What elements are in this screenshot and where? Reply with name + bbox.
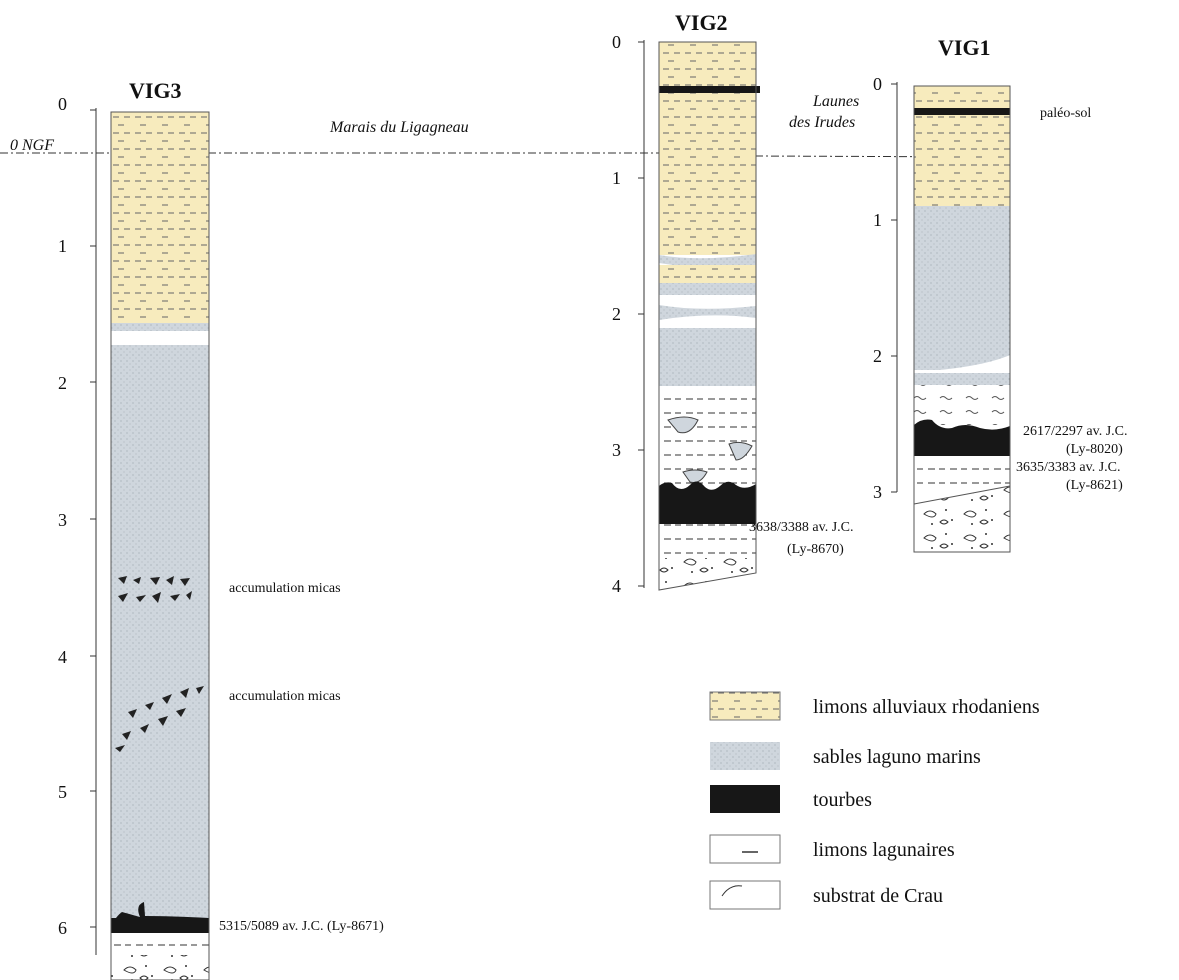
layer-sables-wavy (659, 305, 756, 320)
layer-sables-laguno-marins (111, 345, 209, 918)
core-outline (110, 111, 210, 980)
legend-item-tourbes: tourbes (710, 785, 872, 813)
legend-swatch (709, 834, 781, 864)
place-launes-line2: des Irudes (789, 114, 855, 131)
tick-label: 2 (873, 346, 882, 366)
layer-limons-lagunaires-thin (914, 355, 1010, 373)
layer-tourbes (111, 902, 209, 933)
tick-label: 2 (612, 304, 621, 324)
datum-label: 0 NGF (10, 137, 54, 154)
tick-label: 3 (873, 482, 882, 502)
depth-ticks: 0 1 2 3 (873, 74, 897, 502)
shell-fragment (728, 441, 753, 461)
layer-sables-lens (659, 254, 756, 268)
layer-tourbes (914, 419, 1010, 456)
layer-limons-lagunaires (111, 933, 209, 955)
tick-label: 4 (612, 576, 621, 596)
layer-substrat (914, 486, 1010, 552)
core-title: VIG2 (675, 10, 728, 35)
tick-label: 1 (612, 168, 621, 188)
mica-symbols (115, 576, 204, 752)
core-vig2: VIG2 0 1 2 3 4 3638/3388 av. J. (612, 10, 853, 596)
legend-swatch (710, 785, 780, 813)
core-title: VIG3 (129, 78, 182, 103)
annotation-paleosol: paléo-sol (1040, 106, 1091, 121)
legend: limons alluviaux rhodaniens sables lagun… (709, 691, 1040, 910)
legend-label: limons alluviaux rhodaniens (813, 696, 1040, 718)
annotation-date-line1: 3638/3388 av. J.C. (749, 520, 853, 535)
tick-label: 1 (873, 210, 882, 230)
legend-label: substrat de Crau (813, 885, 943, 907)
tick-label: 3 (58, 510, 67, 530)
core-vig3: VIG3 0 1 2 3 4 5 6 (58, 78, 384, 980)
tick-label: 0 (58, 94, 67, 114)
place-marais: Marais du Ligagneau (329, 119, 469, 136)
legend-label: tourbes (813, 789, 872, 811)
layer-limons-lagunaires-lower (659, 524, 756, 558)
layer-limons-alluviaux (914, 86, 1010, 206)
legend-swatch (709, 880, 781, 910)
layer-limons-lagunaires (659, 386, 756, 484)
layer-sables-laguno-marins (659, 328, 756, 386)
layer-limons-alluviaux (111, 112, 209, 323)
layer-tourbes (659, 481, 756, 524)
depth-ticks: 0 1 2 3 4 (612, 32, 644, 596)
layer-substrat (111, 955, 209, 980)
tick-label: 0 (873, 74, 882, 94)
annotation-date: 5315/5089 av. J.C. (Ly-8671) (219, 919, 384, 934)
tick-label: 5 (58, 782, 67, 802)
annotation-micas-2: accumulation micas (229, 689, 341, 704)
tick-label: 3 (612, 440, 621, 460)
tick-label: 6 (58, 918, 67, 938)
legend-label: limons lagunaires (813, 839, 955, 861)
layer-substrat (659, 558, 756, 590)
core-title: VIG1 (938, 35, 991, 60)
annotation-date-line2: (Ly-8670) (787, 542, 844, 557)
layer-limons-alluviaux (659, 42, 756, 255)
legend-item-substrat: substrat de Crau (709, 880, 943, 910)
legend-swatch (709, 691, 781, 721)
layer-paleosol (914, 108, 1010, 115)
layer-limons-lagunaires-thin (111, 331, 209, 345)
layer-limons-alluviaux-lower (659, 265, 756, 283)
annotation-date1-line1: 2617/2297 av. J.C. (1023, 424, 1127, 439)
layer-tourbes-thin (659, 86, 760, 93)
layer-limons-lagunaires-thin (659, 295, 756, 305)
shell-fragment (667, 416, 699, 434)
legend-label: sables laguno marins (813, 746, 981, 768)
core-vig1: VIG1 0 1 2 3 paléo-sol 2617/2297 av. J.C… (873, 35, 1127, 553)
legend-item-limons-lagunaires: limons lagunaires (709, 834, 955, 864)
depth-ticks: 0 1 2 3 4 5 6 (58, 94, 96, 938)
layer-sables-wave (914, 385, 1010, 425)
place-launes-line1: Launes (812, 93, 859, 110)
layer-limons-lagunaires-thin-2 (659, 320, 756, 328)
annotation-date2-line1: 3635/3383 av. J.C. (1016, 460, 1120, 475)
core-outline (658, 41, 757, 591)
legend-swatch (710, 742, 780, 770)
legend-item-sables: sables laguno marins (710, 742, 981, 770)
tick-label: 0 (612, 32, 621, 52)
legend-item-limons-alluviaux: limons alluviaux rhodaniens (709, 691, 1040, 721)
layer-sables-laguno-marins (914, 206, 1010, 370)
annotation-date1-line2: (Ly-8020) (1066, 442, 1123, 457)
tick-label: 4 (58, 647, 67, 667)
tick-label: 2 (58, 373, 67, 393)
layer-sables-thin (111, 323, 209, 331)
layer-sables-thin (659, 283, 756, 295)
layer-sables-thin (914, 373, 1010, 385)
layer-limons-lagunaires (914, 456, 1010, 484)
annotation-micas-1: accumulation micas (229, 581, 341, 596)
tick-label: 1 (58, 236, 67, 256)
annotation-date2-line2: (Ly-8621) (1066, 478, 1123, 493)
core-outline (913, 85, 1011, 553)
